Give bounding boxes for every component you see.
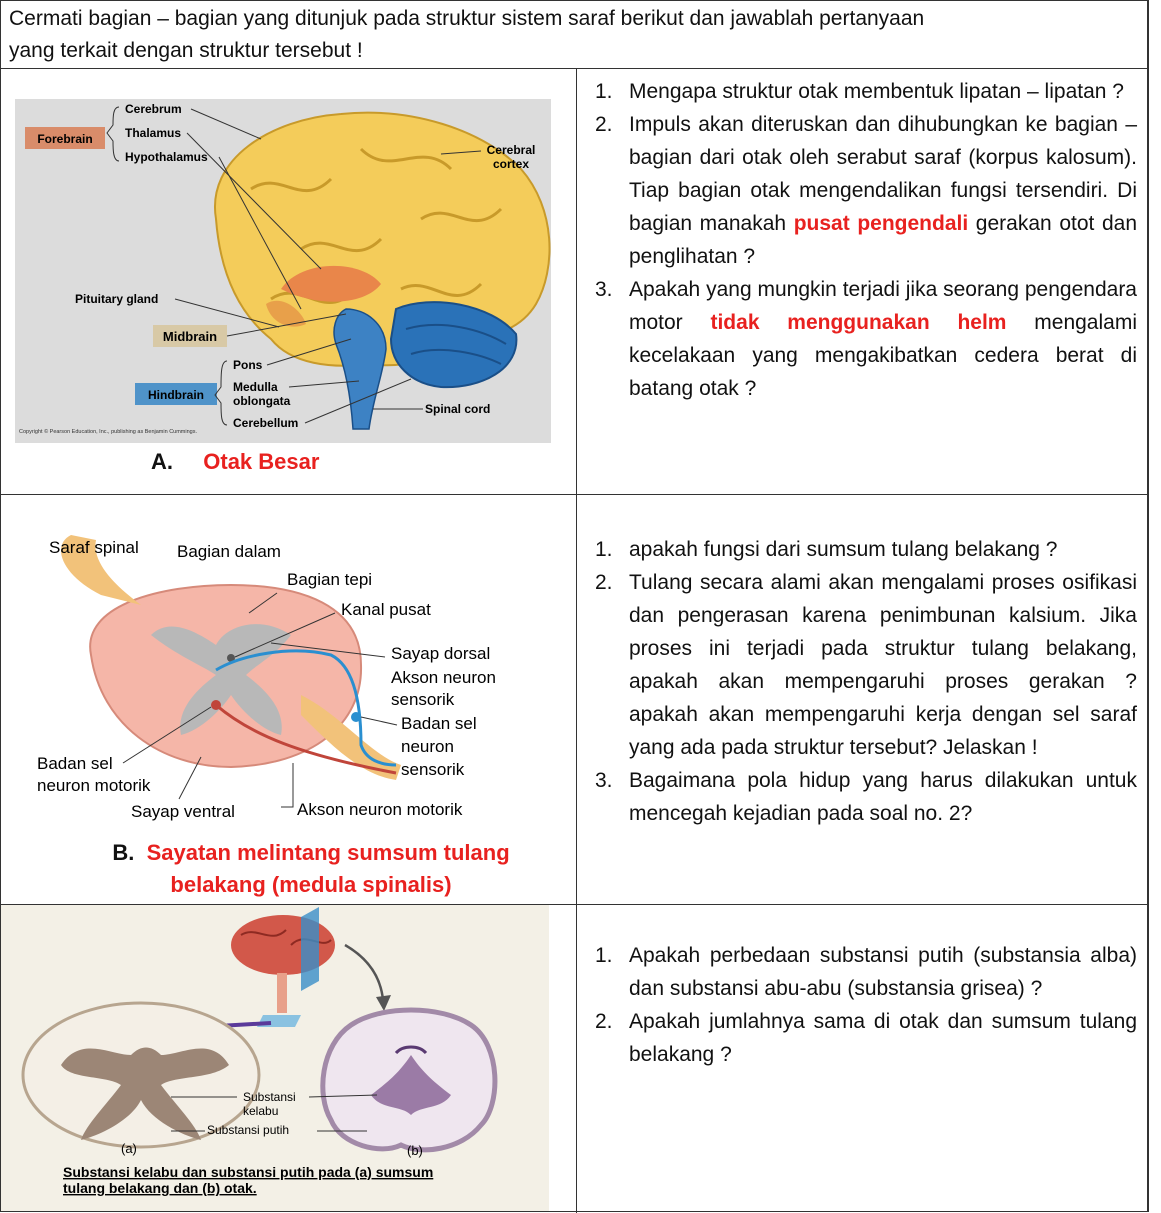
instructions: Cermati bagian – bagian yang ditunjuk pa…	[1, 1, 1149, 69]
midbrain-label: Midbrain	[163, 329, 217, 344]
label-a: (a)	[121, 1141, 137, 1156]
page-edge	[1148, 0, 1161, 1212]
section-a-row: Forebrain Cerebrum Thalamus Hypothalamus…	[1, 69, 1149, 495]
medulla-label-2: oblongata	[233, 394, 291, 408]
spinal-cord-label: Spinal cord	[425, 402, 490, 416]
label-b: (b)	[407, 1143, 423, 1158]
section-a-caption-text: Otak Besar	[203, 449, 320, 474]
section-c-caption-1: Substansi kelabu dan substansi putih pad…	[63, 1164, 433, 1180]
section-b-caption-text-2: belakang (medula spinalis)	[170, 872, 452, 897]
pons-label: Pons	[233, 358, 263, 372]
cerebrum-label: Cerebrum	[125, 102, 182, 116]
column-divider	[576, 905, 577, 1213]
section-a-caption: A. Otak Besar	[151, 449, 451, 475]
hindbrain-label: Hindbrain	[148, 388, 204, 402]
bagian-dalam-label: Bagian dalam	[177, 542, 281, 561]
question-c1: 1.Apakah perbedaan substansi putih (subs…	[595, 944, 1137, 1000]
section-b-caption-text-1: Sayatan melintang sumsum tulang	[146, 840, 510, 865]
badan-sel-motorik-label-1: Badan sel	[37, 754, 113, 773]
section-b-caption: B. Sayatan melintang sumsum tulang belak…	[61, 837, 561, 901]
column-divider	[576, 495, 577, 904]
instructions-line-1: Cermati bagian – bagian yang ditunjuk pa…	[9, 7, 925, 30]
hypothalamus-label: Hypothalamus	[125, 150, 208, 164]
bagian-tepi-label: Bagian tepi	[287, 570, 372, 589]
section-a-figure-cell: Forebrain Cerebrum Thalamus Hypothalamus…	[1, 69, 576, 494]
substansi-kelabu-label-1: Substansi	[243, 1090, 296, 1104]
section-a-questions: 1.Mengapa struktur otak membentuk lipata…	[591, 75, 1137, 405]
section-b-questions-cell: 1.apakah fungsi dari sumsum tulang belak…	[577, 495, 1149, 904]
section-c-figure-cell: Substansi kelabu Substansi putih (a) (b)…	[1, 905, 576, 1213]
akson-motorik-label: Akson neuron motorik	[297, 800, 463, 819]
question-a3: 3.Apakah yang mungkin terjadi jika seora…	[595, 278, 1137, 400]
akson-sensorik-label-1: Akson neuron	[391, 668, 496, 687]
section-b-row: Saraf spinal Bagian dalam Bagian tepi Ka…	[1, 495, 1149, 905]
section-c-questions-cell: 1.Apakah perbedaan substansi putih (subs…	[577, 905, 1149, 1213]
highlight-pusat-pengendali: pusat pengendali	[793, 212, 969, 235]
badan-sel-motorik-label-2: neuron motorik	[37, 776, 151, 795]
section-b-questions: 1.apakah fungsi dari sumsum tulang belak…	[591, 533, 1137, 830]
section-c-caption-2: tulang belakang dan (b) otak.	[63, 1180, 257, 1196]
substansi-putih-label: Substansi putih	[207, 1123, 289, 1137]
badan-sel-sensorik-label-3: sensorik	[401, 760, 465, 779]
badan-sel-sensorik-label-1: Badan sel	[401, 714, 477, 733]
forebrain-label: Forebrain	[37, 132, 92, 146]
copyright-note: Copyright © Pearson Education, Inc., pub…	[19, 428, 197, 435]
question-b2: 2.Tulang secara alami akan mengalami pro…	[595, 571, 1137, 759]
question-b1: 1.apakah fungsi dari sumsum tulang belak…	[595, 538, 1058, 561]
section-b-figure-cell: Saraf spinal Bagian dalam Bagian tepi Ka…	[1, 495, 576, 904]
section-a-caption-letter: A.	[151, 449, 173, 474]
section-b-caption-letter: B.	[112, 840, 135, 865]
sayap-dorsal-label: Sayap dorsal	[391, 644, 490, 663]
column-divider	[576, 69, 577, 494]
question-a2: 2.Impuls akan diteruskan dan dihubungkan…	[595, 113, 1138, 268]
cerebral-cortex-label-2: cortex	[493, 157, 529, 171]
badan-sel-sensorik-label-2: neuron	[401, 737, 454, 756]
kanal-pusat-label: Kanal pusat	[341, 600, 431, 619]
question-b3: 3.Bagaimana pola hidup yang harus dilaku…	[595, 769, 1137, 825]
medulla-label-1: Medulla	[233, 380, 278, 394]
question-a1: 1.Mengapa struktur otak membentuk lipata…	[595, 80, 1124, 103]
pituitary-label: Pituitary gland	[75, 292, 158, 306]
brain-diagram: Forebrain Cerebrum Thalamus Hypothalamus…	[15, 99, 551, 443]
section-c-questions: 1.Apakah perbedaan substansi putih (subs…	[591, 939, 1137, 1071]
question-c2: 2.Apakah jumlahnya sama di otak dan sums…	[595, 1010, 1137, 1066]
section-a-questions-cell: 1.Mengapa struktur otak membentuk lipata…	[577, 69, 1149, 494]
instructions-line-2: yang terkait dengan struktur tersebut !	[9, 39, 363, 62]
grey-white-matter-diagram: Substansi kelabu Substansi putih (a) (b)…	[1, 905, 549, 1211]
saraf-spinal-label: Saraf spinal	[49, 538, 139, 557]
spinal-cord-diagram: Saraf spinal Bagian dalam Bagian tepi Ka…	[37, 535, 496, 821]
substansi-kelabu-label-2: kelabu	[243, 1104, 278, 1118]
thalamus-label: Thalamus	[125, 126, 181, 140]
akson-sensorik-label-2: sensorik	[391, 690, 455, 709]
cerebral-cortex-label-1: Cerebral	[487, 143, 536, 157]
section-c-row: Substansi kelabu Substansi putih (a) (b)…	[1, 905, 1149, 1213]
highlight-helm: tidak menggunakan helm	[710, 311, 1007, 334]
cerebellum-label: Cerebellum	[233, 416, 298, 430]
sayap-ventral-label: Sayap ventral	[131, 802, 235, 821]
